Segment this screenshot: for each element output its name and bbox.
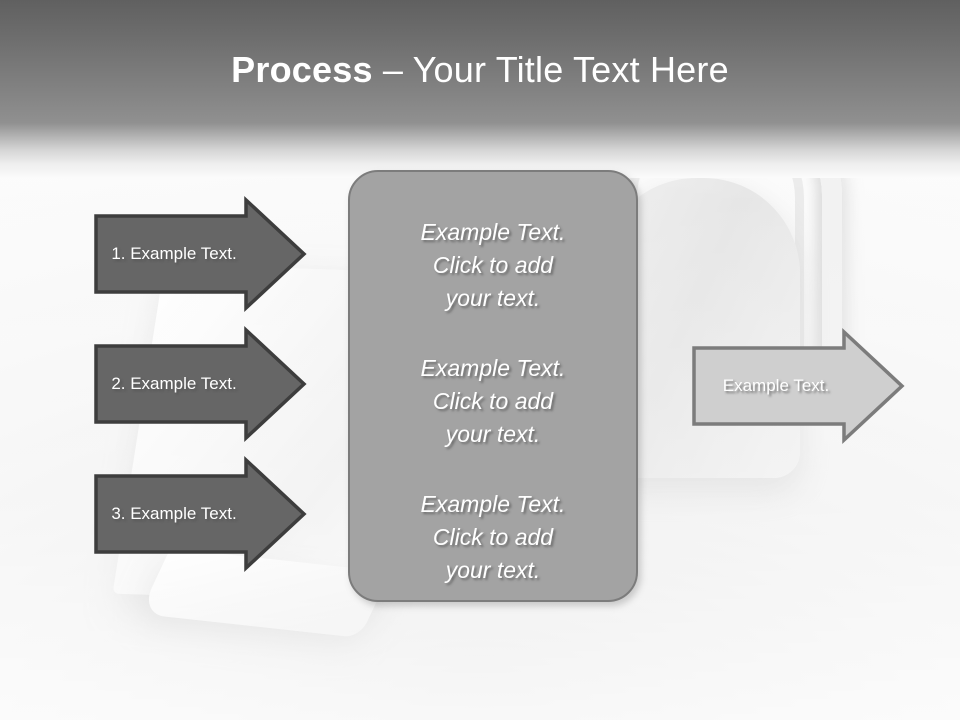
title-band: [0, 0, 960, 178]
right-arrow-icon: [692, 327, 905, 445]
page-title-rest: – Your Title Text Here: [372, 49, 729, 90]
page-title: Process – Your Title Text Here: [0, 48, 960, 92]
center-paragraph-2[interactable]: Example Text. Click to add your text.: [420, 355, 566, 447]
process-arrow-2[interactable]: 2. Example Text.: [94, 325, 307, 443]
right-arrow-icon: [94, 325, 307, 443]
result-arrow[interactable]: Example Text.: [692, 327, 905, 445]
right-arrow-icon: [94, 455, 307, 573]
center-paragraph-3[interactable]: Example Text. Click to add your text.: [420, 491, 566, 583]
page-title-bold: Process: [231, 49, 373, 90]
center-paragraph-1[interactable]: Example Text. Click to add your text.: [420, 219, 566, 311]
center-content-box[interactable]: Example Text. Click to add your text. Ex…: [348, 170, 638, 602]
process-arrow-1[interactable]: 1. Example Text.: [94, 195, 307, 313]
process-arrow-3[interactable]: 3. Example Text.: [94, 455, 307, 573]
right-arrow-icon: [94, 195, 307, 313]
